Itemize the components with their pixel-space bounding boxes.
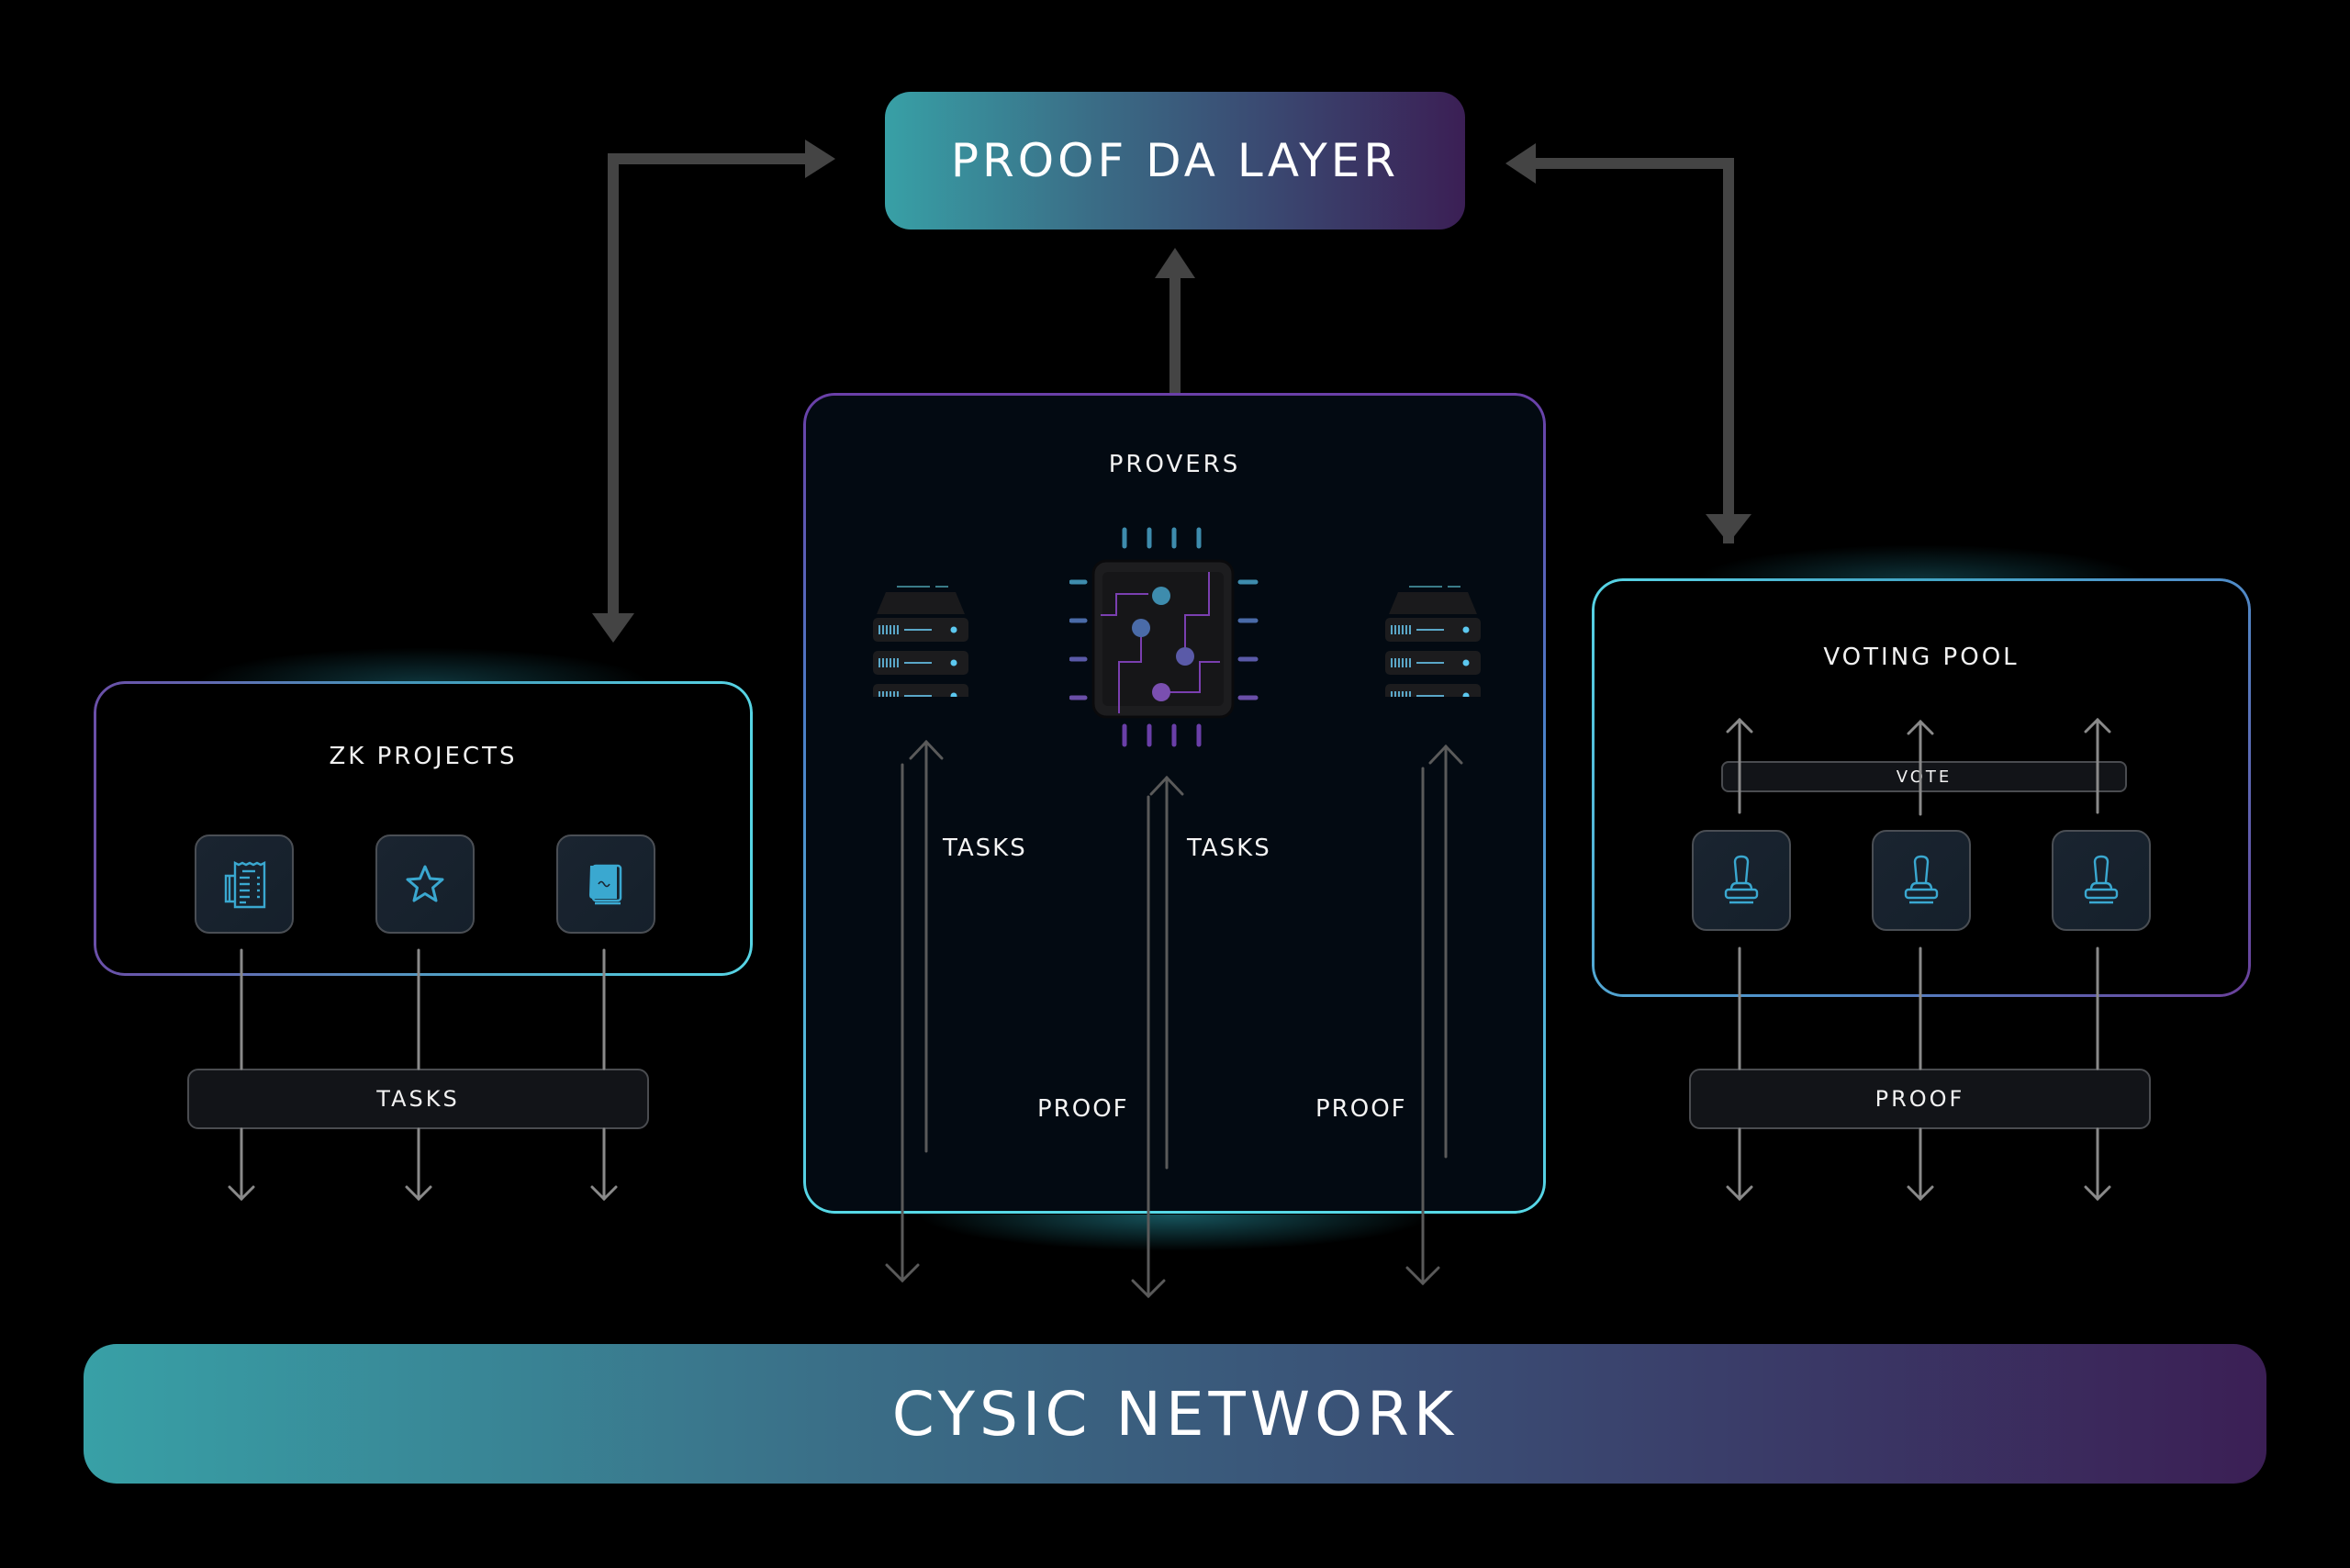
voting-proof-bar-label: PROOF: [1874, 1086, 1965, 1112]
provers-proof-label-right: PROOF: [1315, 1095, 1407, 1123]
zk-project-tile-3[interactable]: [556, 834, 655, 934]
server-icon: [873, 586, 968, 697]
vote-bar[interactable]: VOTE: [1721, 761, 2127, 792]
receipt-icon: [224, 861, 266, 909]
zk-projects-title: ZK PROJECTS: [329, 743, 518, 770]
chip-icon: [1069, 527, 1259, 747]
zk-projects-panel: ZK PROJECTS: [94, 647, 753, 976]
provers-title: PROVERS: [1108, 451, 1241, 478]
provers-panel: PROVERS: [803, 393, 1546, 1251]
provers-tasks-label-left: TASKS: [943, 834, 1027, 862]
voting-pool-panel: VOTING POOL VOTE: [1592, 544, 2251, 997]
cysic-network-node[interactable]: CYSIC NETWORK: [84, 1344, 2266, 1484]
joystick-icon: [2084, 855, 2119, 904]
left-elbow-arrow: [592, 140, 835, 643]
voter-tile-3[interactable]: [2052, 830, 2151, 931]
server-icon: [1385, 586, 1481, 697]
voting-pool-title: VOTING POOL: [1823, 644, 2020, 671]
vote-bar-label: VOTE: [1896, 767, 1953, 787]
cysic-network-label: CYSIC NETWORK: [891, 1378, 1459, 1450]
voter-tile-1[interactable]: [1692, 830, 1791, 931]
provers-tasks-label-right: TASKS: [1187, 834, 1271, 862]
proof-da-layer-label: PROOF DA LAYER: [950, 134, 1400, 187]
joystick-icon: [1904, 855, 1939, 904]
star-icon: [406, 865, 444, 902]
signed-document-icon: [589, 864, 622, 905]
provers-proof-label-left: PROOF: [1037, 1095, 1129, 1123]
zk-project-tile-1[interactable]: [195, 834, 294, 934]
center-up-arrow: [1155, 248, 1195, 393]
voter-tile-2[interactable]: [1872, 830, 1971, 931]
proof-da-layer-node[interactable]: PROOF DA LAYER: [885, 92, 1465, 230]
zk-tasks-bar-label: TASKS: [376, 1086, 460, 1112]
zk-tasks-bar[interactable]: TASKS: [187, 1069, 649, 1129]
zk-project-tile-2[interactable]: [375, 834, 475, 934]
voting-proof-bar[interactable]: PROOF: [1689, 1069, 2151, 1129]
joystick-icon: [1724, 855, 1759, 904]
